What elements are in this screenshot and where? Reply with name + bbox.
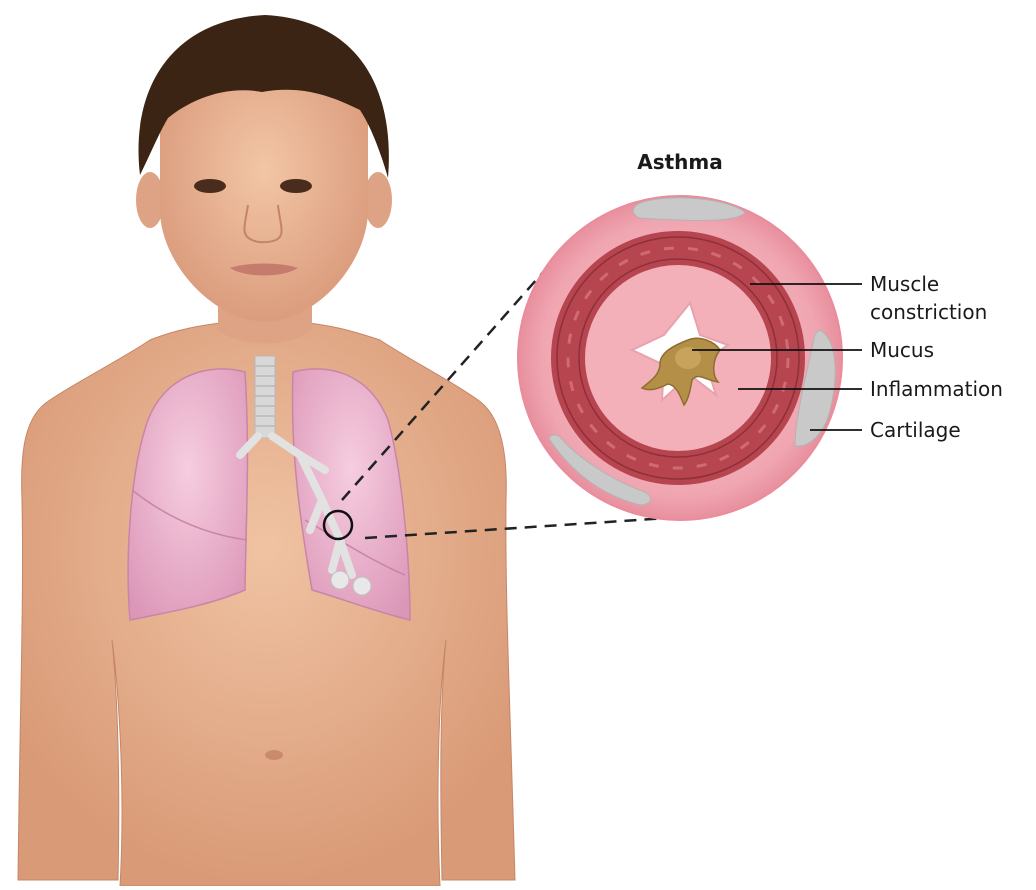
child-head [136,15,392,322]
left-ear [136,172,164,228]
label-inflammation: Inflammation [870,375,1003,403]
label-mucus: Mucus [870,336,934,364]
label-cartilage: Cartilage [870,416,961,444]
label-muscle-line2: constriction [870,298,987,326]
navel [265,750,283,760]
label-muscle-constriction: Muscle constriction [870,270,987,326]
right-eye [280,179,312,193]
label-muscle-line1: Muscle [870,270,987,298]
right-ear [364,172,392,228]
left-eye [194,179,226,193]
airway-cross-section [518,196,842,520]
diagram-title: Asthma [600,150,760,174]
cartilage-top [633,198,745,221]
